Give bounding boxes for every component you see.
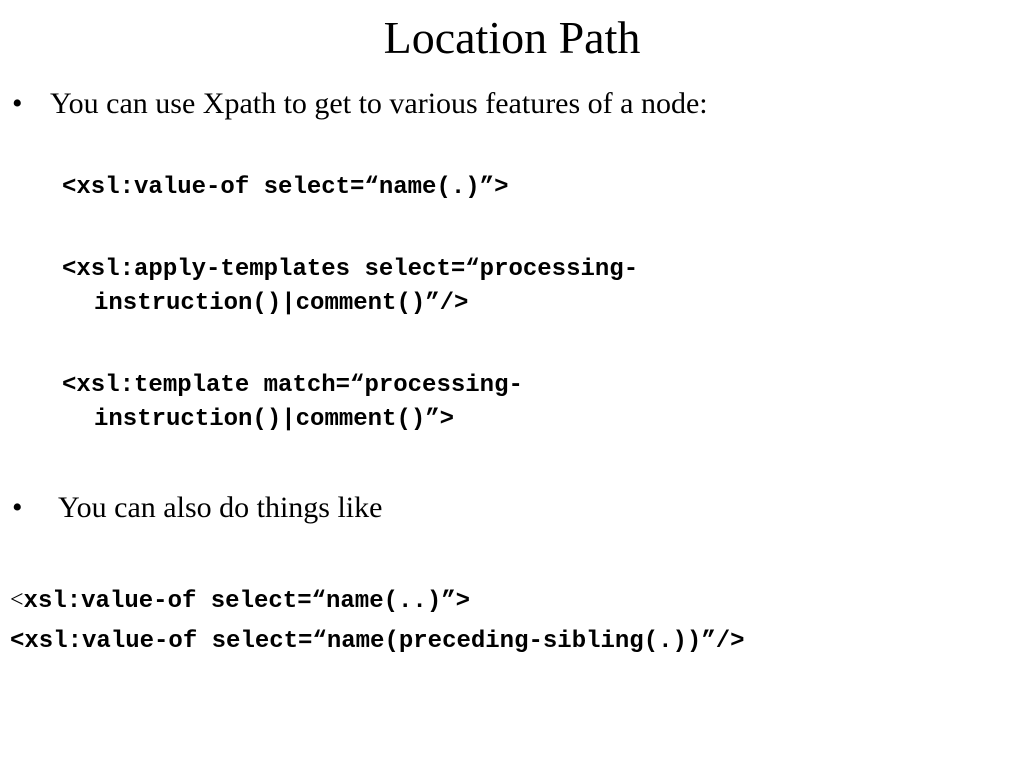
code-line: instruction()|comment()”> bbox=[94, 406, 455, 433]
bullet-point: • bbox=[12, 87, 23, 120]
code-line: <xsl:apply-templates select=“processing- bbox=[62, 256, 639, 283]
bullet-point: • bbox=[12, 491, 23, 524]
slide-title: Location Path bbox=[383, 12, 641, 63]
code-line: <xsl:value-of select=“name(.)”> bbox=[62, 174, 509, 201]
code-line: <xsl:value-of select=“name(preceding-sib… bbox=[10, 628, 745, 655]
code-bracket: < bbox=[10, 587, 24, 613]
bullet-text: You can also do things like bbox=[58, 491, 383, 524]
code-line: instruction()|comment()”/> bbox=[94, 290, 469, 317]
code-line: <xsl:value-of select=“name(..)”> bbox=[10, 584, 470, 618]
bullet-text: You can use Xpath to get to various feat… bbox=[50, 87, 708, 120]
code-text: xsl:value-of select=“name(..)”> bbox=[23, 588, 471, 615]
code-line: <xsl:template match=“processing- bbox=[62, 372, 523, 399]
